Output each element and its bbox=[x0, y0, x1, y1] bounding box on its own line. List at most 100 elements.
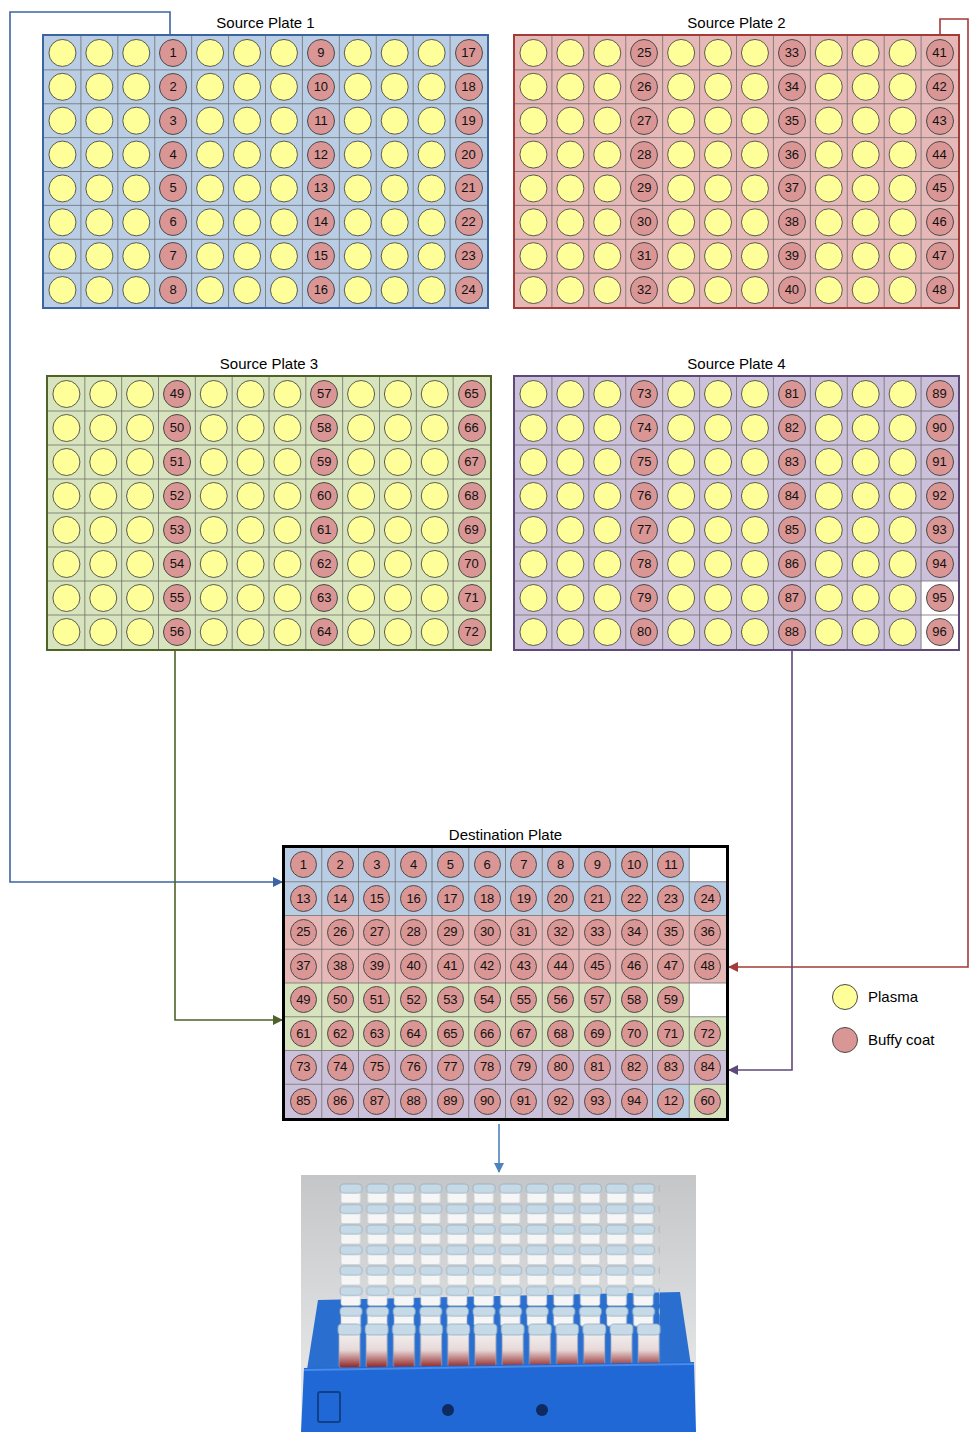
well-number: 7 bbox=[520, 858, 527, 872]
legend-swatch bbox=[832, 984, 858, 1010]
plasma-well bbox=[348, 517, 375, 544]
plasma-well bbox=[90, 449, 117, 476]
plasma-well bbox=[557, 209, 584, 236]
buffy-coat-well: 56 bbox=[163, 618, 191, 646]
plasma-well bbox=[889, 483, 916, 510]
well-number: 66 bbox=[464, 421, 478, 435]
rack-hole bbox=[536, 1404, 548, 1416]
buffy-coat-well: 95 bbox=[926, 584, 954, 612]
plasma-well bbox=[705, 73, 732, 100]
plasma-well bbox=[86, 243, 113, 270]
plasma-well bbox=[274, 381, 301, 408]
well-number: 84 bbox=[785, 489, 799, 503]
well-number: 32 bbox=[553, 925, 567, 939]
rack-front bbox=[301, 1362, 696, 1432]
buffy-coat-well: 65 bbox=[437, 1020, 464, 1047]
well-number: 29 bbox=[637, 181, 651, 195]
legend-swatch bbox=[832, 1027, 858, 1053]
cell-fill bbox=[285, 1051, 322, 1085]
well-number: 30 bbox=[480, 925, 494, 939]
plasma-well bbox=[852, 483, 879, 510]
cell-fill bbox=[432, 882, 469, 916]
well-number: 6 bbox=[484, 858, 491, 872]
well-number: 63 bbox=[370, 1027, 384, 1041]
buffy-coat-well: 86 bbox=[327, 1088, 354, 1115]
buffy-coat-well: 39 bbox=[363, 953, 390, 980]
plasma-well bbox=[557, 517, 584, 544]
well-number: 1 bbox=[300, 858, 307, 872]
plate-title: Source Plate 1 bbox=[14, 14, 517, 32]
plasma-well bbox=[852, 39, 879, 66]
buffy-coat-well: 6 bbox=[474, 851, 501, 878]
plasma-well bbox=[348, 483, 375, 510]
well-number: 77 bbox=[637, 523, 651, 537]
well-number: 20 bbox=[461, 148, 475, 162]
buffy-coat-well: 35 bbox=[778, 107, 806, 135]
well-number: 64 bbox=[317, 625, 331, 639]
well-number: 25 bbox=[296, 925, 310, 939]
grid-line bbox=[44, 69, 487, 70]
cell-fill bbox=[542, 1084, 579, 1118]
cell-fill bbox=[322, 848, 359, 882]
well-number: 88 bbox=[406, 1094, 420, 1108]
well-number: 8 bbox=[557, 858, 564, 872]
well-number: 94 bbox=[932, 557, 946, 571]
plasma-well bbox=[852, 415, 879, 442]
well-number: 39 bbox=[785, 249, 799, 263]
plasma-well bbox=[852, 517, 879, 544]
cell-fill bbox=[432, 1084, 469, 1118]
well-number: 17 bbox=[443, 892, 457, 906]
buffy-coat-well: 74 bbox=[327, 1054, 354, 1081]
plasma-well bbox=[49, 209, 76, 236]
buffy-coat-well: 24 bbox=[455, 276, 483, 304]
plasma-well bbox=[348, 415, 375, 442]
well-number: 28 bbox=[406, 925, 420, 939]
output-arrow bbox=[498, 1124, 500, 1172]
well-number: 74 bbox=[333, 1060, 347, 1074]
well-number: 37 bbox=[785, 181, 799, 195]
plasma-well bbox=[520, 243, 547, 270]
plasma-well bbox=[889, 175, 916, 202]
well-number: 43 bbox=[932, 114, 946, 128]
well-number: 16 bbox=[314, 283, 328, 297]
buffy-coat-well: 29 bbox=[630, 174, 658, 202]
well-number: 36 bbox=[700, 925, 714, 939]
plasma-well bbox=[127, 483, 154, 510]
well-number: 67 bbox=[517, 1027, 531, 1041]
buffy-coat-well: 93 bbox=[926, 516, 954, 544]
well-number: 51 bbox=[170, 455, 184, 469]
plasma-well bbox=[557, 243, 584, 270]
well-number: 77 bbox=[443, 1060, 457, 1074]
plasma-well bbox=[741, 551, 768, 578]
plasma-well bbox=[741, 243, 768, 270]
cell-fill bbox=[395, 1017, 432, 1051]
buffy-coat-well: 78 bbox=[630, 550, 658, 578]
well-number: 59 bbox=[317, 455, 331, 469]
plasma-well bbox=[90, 415, 117, 442]
grid-line bbox=[285, 1050, 726, 1051]
plasma-well bbox=[741, 381, 768, 408]
plasma-well bbox=[344, 39, 371, 66]
buffy-coat-well: 75 bbox=[630, 448, 658, 476]
well-number: 46 bbox=[627, 959, 641, 973]
plasma-well bbox=[90, 483, 117, 510]
plasma-well bbox=[237, 517, 264, 544]
well-number: 80 bbox=[637, 625, 651, 639]
well-number: 76 bbox=[637, 489, 651, 503]
plasma-well bbox=[53, 449, 80, 476]
well-number: 27 bbox=[637, 114, 651, 128]
plasma-well bbox=[197, 107, 224, 134]
cell-fill bbox=[579, 1051, 616, 1085]
well-number: 65 bbox=[464, 387, 478, 401]
buffy-coat-well: 13 bbox=[290, 885, 317, 912]
well-number: 67 bbox=[464, 455, 478, 469]
plasma-well bbox=[200, 483, 227, 510]
buffy-coat-well: 60 bbox=[310, 482, 338, 510]
plasma-well bbox=[123, 209, 150, 236]
plasma-well bbox=[274, 449, 301, 476]
cell-fill bbox=[689, 983, 726, 1017]
plasma-well bbox=[90, 381, 117, 408]
connector-arrow bbox=[175, 651, 282, 1020]
well-number: 7 bbox=[170, 249, 177, 263]
